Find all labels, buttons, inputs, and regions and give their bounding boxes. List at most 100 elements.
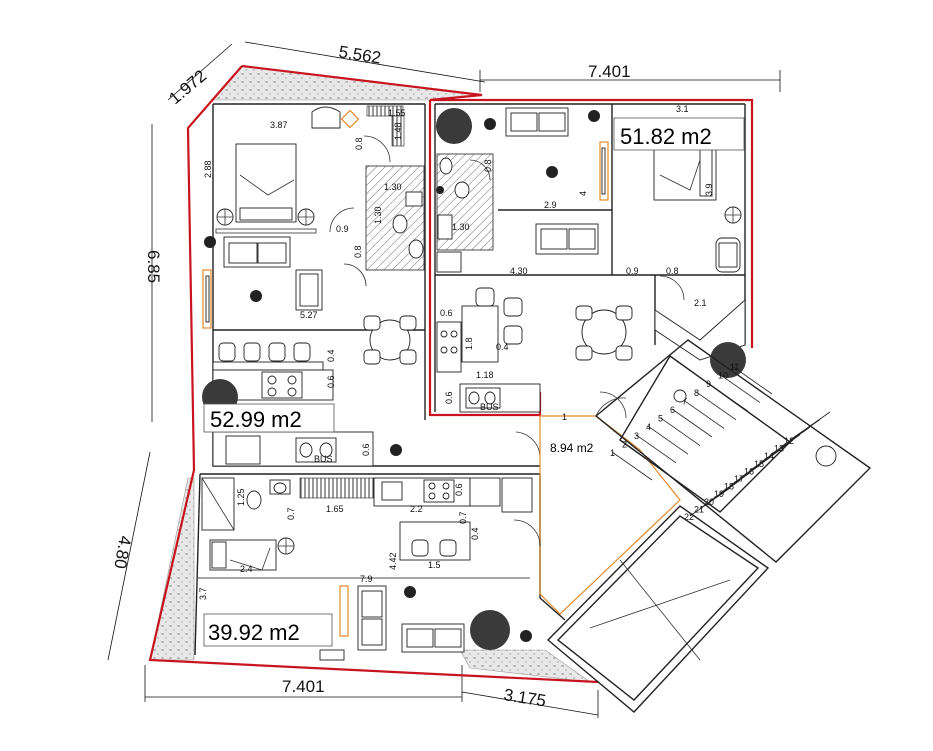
label-a-living-w: 5.27 <box>300 310 318 320</box>
kitchen-c-counter <box>299 477 375 499</box>
label-c-k2: 2.2 <box>410 504 423 514</box>
label-b-k3: 0.4 <box>496 342 509 352</box>
stair-tread <box>729 457 771 486</box>
closet-a <box>366 105 404 117</box>
label-b-bed: 3.1 <box>676 104 689 114</box>
stair-tread <box>779 419 821 448</box>
label-a-bath-w: 1.30 <box>384 182 402 192</box>
stair-tread <box>659 417 701 446</box>
label-b-k5: 0.6 <box>444 391 454 404</box>
stair-number: 3 <box>634 431 639 441</box>
plant-icons <box>204 110 600 642</box>
stair-core: 12345678910111213141516171819202122 <box>546 339 872 713</box>
column-b2 <box>710 342 746 378</box>
label-c-door: 0.7 <box>286 507 296 520</box>
terrace-top <box>211 65 483 101</box>
label-a-bed-depth: 2.88 <box>203 160 213 178</box>
stair-tread <box>623 443 665 472</box>
label-c-k4: 0.7 <box>458 511 468 524</box>
area-unit-a: 52.99 m2 <box>210 407 302 432</box>
label-a-kitchen4: 0.6 <box>361 443 371 456</box>
stair-number: 8 <box>694 388 699 398</box>
stair-tread <box>719 464 761 494</box>
elevator-shaft <box>546 505 770 713</box>
table-c <box>399 521 471 561</box>
label-c-table: 1.5 <box>428 560 441 570</box>
stair-tread <box>707 382 749 412</box>
dimension-lines <box>107 41 781 718</box>
stair-tread <box>671 408 713 438</box>
label-a-closet: 1.55 <box>388 108 406 118</box>
stair-number: 22 <box>684 512 694 522</box>
dim-top-mid: 5.562 <box>337 42 382 67</box>
label-a-door1: 0.8 <box>354 137 364 150</box>
stair-number: 7 <box>682 396 687 406</box>
label-b-k1: 0.6 <box>440 308 453 318</box>
label-c-depth: 4.42 <box>388 552 398 570</box>
stair-tread <box>647 425 689 455</box>
left-outline <box>148 65 599 684</box>
dim-bottom-left: 7.401 <box>282 677 325 696</box>
area-box-a <box>203 403 335 433</box>
label-b-hall: 2.9 <box>544 200 557 210</box>
label-c-k5: 0.4 <box>470 527 480 540</box>
label-b-corr: 2.1 <box>694 298 707 308</box>
stair-number: 2 <box>622 439 627 449</box>
closet-a-side <box>391 115 405 147</box>
stair-tread <box>759 434 801 464</box>
label-b-bed-h: 3.9 <box>704 183 714 196</box>
dim-left-vertical: 6.85 <box>144 250 163 283</box>
label-a-door2: 0.9 <box>336 224 349 234</box>
stair-tread <box>683 400 725 429</box>
unit-c <box>201 477 541 661</box>
label-a-kitchen2: 0.6 <box>326 375 336 388</box>
stair-tread <box>709 472 751 502</box>
dim-top-left-diag: 1.972 <box>165 66 210 108</box>
stair-tread <box>695 391 737 421</box>
label-a-closet-h: 1.48 <box>393 122 403 140</box>
dim-top-right: 7.401 <box>588 62 631 81</box>
stair-tread <box>739 449 781 479</box>
label-a-bed-width: 3.87 <box>270 120 288 130</box>
label-c-width: 7.9 <box>360 574 373 584</box>
stair-tread <box>719 374 761 403</box>
stair-tread <box>731 365 773 395</box>
stair-number: 5 <box>658 414 663 424</box>
area-box-b <box>613 117 745 151</box>
label-b-k4: 1.18 <box>476 370 494 380</box>
unit-b <box>436 107 746 419</box>
stair-tread <box>769 426 811 456</box>
label-c-bed-h: 3.7 <box>198 587 208 600</box>
label-a-bath-h: 1.30 <box>373 206 383 224</box>
label-c-k3: 0.6 <box>454 483 464 496</box>
area-lobby: 8.94 m2 <box>550 441 594 455</box>
dim-bottom-right: 3.175 <box>502 685 547 710</box>
stair-tread <box>789 411 831 441</box>
label-c-bath: 1.25 <box>236 488 246 506</box>
label-c-k1: 1.65 <box>326 504 344 514</box>
stair-number: 1 <box>610 448 615 458</box>
label-lobby-door: 1 <box>562 412 567 422</box>
area-unit-c: 39.92 m2 <box>208 620 300 645</box>
label-b-bath-w: 1.30 <box>452 222 470 232</box>
label-b-door2: 0.9 <box>626 266 639 276</box>
stair-tread <box>689 487 731 517</box>
stair-tread <box>611 451 653 481</box>
sink-label-a: BUS <box>314 454 333 464</box>
stair-number: 11 <box>730 362 739 372</box>
dim-left-lower: 4.80 <box>110 534 134 570</box>
label-b-k2: 1.8 <box>464 337 474 350</box>
label-a-door3: 0.8 <box>353 245 363 258</box>
area-box-c <box>203 613 333 647</box>
label-b-living: 4.30 <box>510 266 528 276</box>
stair-tread <box>749 442 791 471</box>
stair-number: 6 <box>670 405 675 415</box>
unit-a <box>202 105 541 467</box>
area-unit-b: 51.82 m2 <box>620 124 712 149</box>
label-b-door3: 0.8 <box>666 266 679 276</box>
stair-number: 9 <box>706 379 711 389</box>
column-b1 <box>436 108 472 144</box>
sink-label-b: BUS <box>480 402 499 412</box>
label-c-bed: 2.4 <box>240 564 253 574</box>
